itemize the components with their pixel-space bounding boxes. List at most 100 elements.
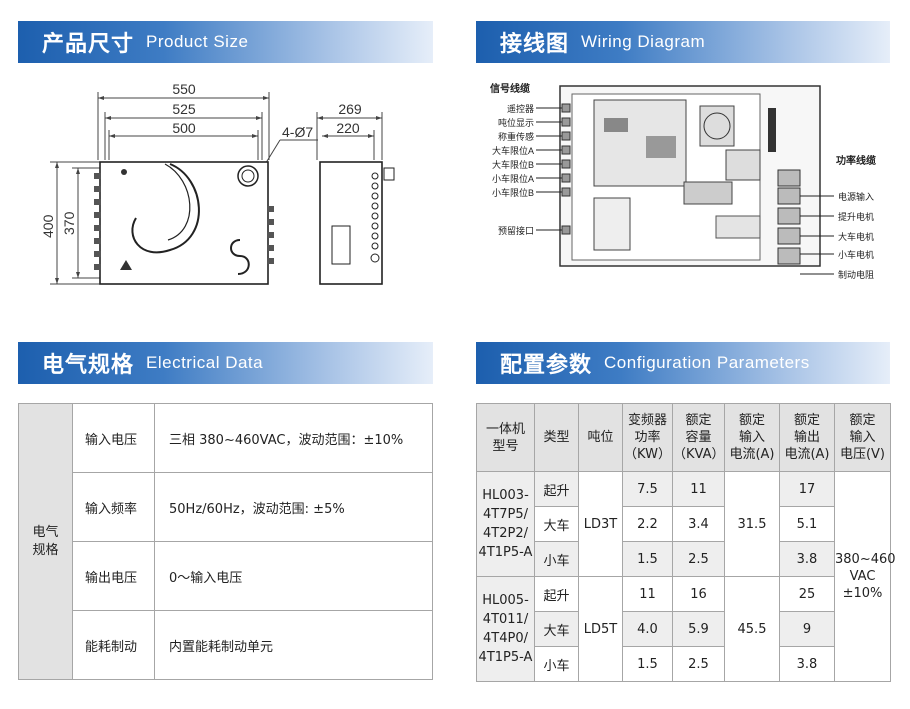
- wiring-label-remote: 遥控器: [507, 103, 534, 114]
- header-type: 类型: [534, 403, 579, 472]
- product-size-title-cn: 产品尺寸: [42, 32, 135, 57]
- input-current-cell: 45.5: [724, 576, 780, 682]
- table-row: 电气 规格 输入电压 三相 380~460VAC，波动范围：±10%: [18, 403, 433, 680]
- wiring-label-trolley-limit-b: 小车限位B: [492, 187, 534, 198]
- braking-value: 内置能耗制动单元: [154, 610, 433, 680]
- tonnage-cell: LD5T: [578, 576, 623, 682]
- header-input-voltage: 额定输入电压(V): [834, 403, 891, 472]
- wiring-label-crane-limit-a: 大车限位A: [492, 145, 534, 156]
- product-size-header: 产品尺寸 Product Size: [18, 21, 433, 63]
- dim-holes: 4-Ø7: [282, 124, 313, 140]
- power-cell: 1.5: [622, 541, 673, 577]
- dim-width-500: 500: [172, 120, 196, 136]
- signal-cable-title: 信号线缆: [490, 82, 530, 95]
- product-size-title-en: Product Size: [146, 32, 249, 51]
- input-voltage-label: 输入电压: [72, 403, 155, 473]
- table-row: HL003-4T7P5/4T2P2/4T1P5-A 起升 LD3T 7.5 11…: [476, 471, 896, 682]
- output-current-cell: 25: [779, 576, 835, 612]
- type-cell: 小车: [534, 646, 579, 682]
- capacity-cell: 3.4: [672, 506, 725, 542]
- electrical-data-header: 电气规格 Electrical Data: [18, 342, 433, 384]
- type-cell: 小车: [534, 541, 579, 577]
- input-frequency-label: 输入频率: [72, 472, 155, 542]
- table-row: 小车 1.5 2.5 3.8: [477, 646, 891, 682]
- table-header-row: 一体机型号 类型 吨位 变频器功率（KW） 额定容量（KVA） 额定输入电流(A…: [476, 403, 891, 472]
- wiring-diagram-drawing: 信号线缆 遥控器 吨位显示 称重传感 大车限位A 大车限位B 小车限位A 小车限…: [490, 82, 876, 280]
- table-row: HL005-4T011/4T4P0/4T1P5-A 起升 LD5T 11 16 …: [476, 576, 891, 682]
- output-current-cell: 3.8: [779, 646, 835, 682]
- output-voltage-label: 输出电压: [72, 541, 155, 611]
- dim-width-525: 525: [172, 101, 196, 117]
- electrical-data-title-cn: 电气规格: [42, 353, 135, 378]
- input-voltage-value: 三相 380~460VAC，波动范围：±10%: [154, 403, 433, 473]
- table-row: 能耗制动 内置能耗制动单元: [19, 610, 433, 680]
- output-voltage-value: 0～输入电压: [154, 541, 433, 611]
- wiring-label-tonnage-display: 吨位显示: [498, 117, 534, 128]
- type-cell: 大车: [534, 506, 579, 542]
- output-current-cell: 17: [779, 471, 835, 507]
- tonnage-cell: LD3T: [578, 471, 623, 577]
- config-params-header: 配置参数 Configuration Parameters: [476, 342, 890, 384]
- power-cell: 1.5: [622, 646, 673, 682]
- header-capacity: 额定容量（KVA）: [672, 403, 725, 472]
- output-current-cell: 3.8: [779, 541, 835, 577]
- type-cell: 起升: [534, 471, 579, 507]
- input-current-cell: 31.5: [724, 471, 780, 577]
- wiring-label-power-input: 电源输入: [838, 191, 874, 202]
- output-current-cell: 5.1: [779, 506, 835, 542]
- wiring-label-crane-motor: 大车电机: [838, 231, 874, 242]
- dim-height-370: 370: [61, 211, 77, 235]
- wiring-label-hoist-motor: 提升电机: [838, 211, 874, 222]
- electrical-data-title-en: Electrical Data: [146, 353, 264, 372]
- capacity-cell: 16: [672, 576, 725, 612]
- product-size-drawing: 550 525 500 4-Ø7 269 220 400 370: [40, 81, 395, 285]
- table-row: 大车 2.2 3.4 5.1: [477, 506, 891, 542]
- wiring-label-reserve-port: 预留接口: [498, 225, 534, 236]
- table-row: 大车 4.0 5.9 9: [477, 611, 891, 647]
- type-cell: 大车: [534, 611, 579, 647]
- wiring-label-brake-resistor: 制动电阻: [838, 269, 874, 280]
- capacity-cell: 11: [672, 471, 725, 507]
- model-cell: HL005-4T011/4T4P0/4T1P5-A: [476, 576, 535, 682]
- config-params-table: 一体机型号 类型 吨位 变频器功率（KW） 额定容量（KVA） 额定输入电流(A…: [476, 403, 896, 682]
- wiring-label-trolley-motor: 小车电机: [838, 249, 874, 260]
- header-output-current: 额定输出电流(A): [779, 403, 835, 472]
- wiring-label-trolley-limit-a: 小车限位A: [492, 173, 534, 184]
- dim-depth-269: 269: [338, 101, 362, 117]
- power-cell: 2.2: [622, 506, 673, 542]
- config-params-title-cn: 配置参数: [500, 353, 593, 378]
- electrical-data-table: 电气 规格 输入电压 三相 380~460VAC，波动范围：±10% 输入频率 …: [18, 403, 433, 680]
- header-model: 一体机型号: [476, 403, 535, 472]
- power-cable-title: 功率线缆: [836, 154, 876, 167]
- output-current-cell: 9: [779, 611, 835, 647]
- header-input-current: 额定输入电流(A): [724, 403, 780, 472]
- wiring-label-load-sensor: 称重传感: [498, 131, 534, 142]
- table-row: 输入频率 50Hz/60Hz，波动范围: ±5%: [19, 472, 433, 542]
- table-row: 输出电压 0～输入电压: [19, 541, 433, 611]
- wiring-diagram-title-en: Wiring Diagram: [581, 32, 706, 51]
- capacity-cell: 2.5: [672, 541, 725, 577]
- table-row: 小车 1.5 2.5 3.8: [477, 541, 891, 577]
- model-cell: HL003-4T7P5/4T2P2/4T1P5-A: [476, 471, 535, 577]
- power-cell: 7.5: [622, 471, 673, 507]
- header-power: 变频器功率（KW）: [622, 403, 673, 472]
- capacity-cell: 5.9: [672, 611, 725, 647]
- row-head-line-1: 电气: [32, 524, 59, 540]
- input-frequency-value: 50Hz/60Hz，波动范围: ±5%: [154, 472, 433, 542]
- wiring-diagram-title-cn: 接线图: [500, 32, 570, 57]
- dim-width-550: 550: [172, 81, 196, 97]
- type-cell: 起升: [534, 576, 579, 612]
- dim-depth-220: 220: [336, 120, 360, 136]
- row-head-line-2: 规格: [32, 542, 59, 558]
- wiring-label-crane-limit-b: 大车限位B: [492, 159, 534, 170]
- electrical-row-head: 电气 规格: [18, 403, 73, 680]
- wiring-diagram-header: 接线图 Wiring Diagram: [476, 21, 890, 63]
- power-cell: 11: [622, 576, 673, 612]
- header-tonnage: 吨位: [578, 403, 623, 472]
- capacity-cell: 2.5: [672, 646, 725, 682]
- braking-label: 能耗制动: [72, 610, 155, 680]
- power-cell: 4.0: [622, 611, 673, 647]
- dim-height-400: 400: [40, 214, 56, 238]
- config-params-title-en: Configuration Parameters: [604, 353, 810, 372]
